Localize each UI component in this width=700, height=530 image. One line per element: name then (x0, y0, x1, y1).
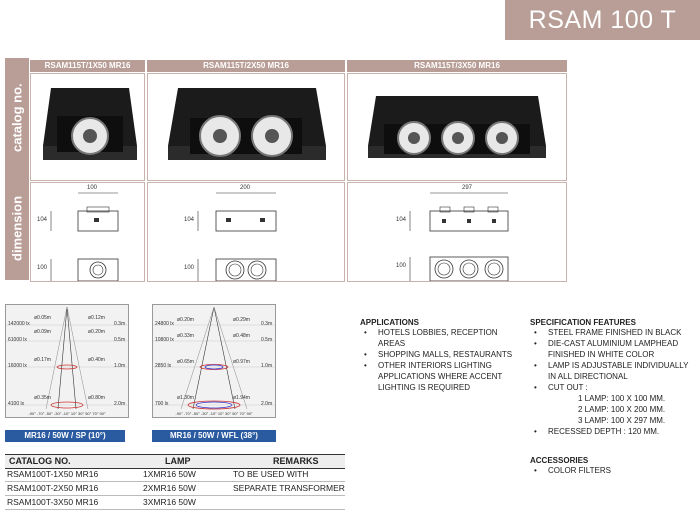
beam-diagram-sp (6, 306, 128, 410)
lux-wfl-2: 10800 (155, 337, 169, 343)
product-image-3 (347, 73, 567, 181)
table-row: RSAM100T-3X50 MR16 3XMR16 50W (5, 496, 345, 510)
lux-wfl-4: 700 (155, 401, 164, 407)
column-header-3: RSAM115T/3X50 MR16 (347, 60, 567, 72)
list-item: LAMP IS ADJUSTABLE INDIVIDUALLY IN ALL D… (530, 360, 698, 382)
specification-title: SPECIFICATION FEATURES (530, 318, 636, 327)
accessories-section: ACCESSORIES COLOR FILTERS (530, 456, 698, 476)
width-label-1: 100 (87, 185, 98, 191)
table-row: RSAM100T-2X50 MR16 2XMR16 50W SEPARATE T… (5, 482, 345, 496)
height-label-2: 104 (184, 217, 195, 223)
lux-sp-4: 4100 (8, 401, 20, 407)
product-image-1 (30, 73, 145, 181)
photometric-chart-sp: 142000 lx 61000 lx 16000 lx 4100 lx ø0.0… (5, 304, 129, 418)
product-image-2 (147, 73, 345, 181)
dia-wfl-r3: ø0.97m (233, 359, 250, 365)
applications-section: APPLICATIONS HOTELS LOBBIES, RECEPTION A… (360, 318, 520, 393)
dist-wfl-2: 0.5m (261, 337, 273, 343)
accessories-title: ACCESSORIES (530, 456, 589, 465)
depth-label-1: 100 (37, 265, 48, 271)
list-item: 1 LAMP: 100 X 100 MM. (578, 394, 666, 403)
dia-sp-l4: ø0.35m (34, 395, 51, 401)
dia-sp-l2: ø0.09m (34, 329, 51, 335)
dist-sp-2: 0.5m (114, 337, 126, 343)
dia-wfl-l4: ø1.30m (177, 395, 194, 401)
list-item: 3 LAMP: 100 X 297 MM. (578, 416, 666, 425)
depth-label-2: 100 (184, 265, 195, 271)
list-item: STEEL FRAME FINISHED IN BLACK (530, 327, 698, 338)
lux-wfl-3: 2850 (155, 363, 167, 369)
dia-wfl-r2: ø0.48m (233, 333, 250, 339)
specification-section: SPECIFICATION FEATURES STEEL FRAME FINIS… (530, 318, 698, 437)
table-row: RSAM100T-1X50 MR16 1XMR16 50W TO BE USED… (5, 468, 345, 482)
luminaire-2x-image (168, 88, 326, 160)
dimension-drawing-1: 100 104 100 (30, 182, 145, 282)
applications-list: HOTELS LOBBIES, RECEPTION AREAS SHOPPING… (360, 327, 520, 393)
column-header-2: RSAM115T/2X50 MR16 (147, 60, 345, 72)
dist-wfl-4: 2.0m (261, 401, 273, 407)
applications-title: APPLICATIONS (360, 318, 419, 327)
dia-sp-l1: ø0.05m (34, 315, 51, 321)
dimension-label: dimension (9, 195, 25, 261)
luminaire-3x-image (368, 96, 546, 158)
list-item: SHOPPING MALLS, RESTAURANTS (360, 349, 520, 360)
catalog-table-header: CATALOG NO. LAMP REMARKS (5, 454, 345, 469)
header-catalog: CATALOG NO. (9, 456, 71, 466)
lux-sp-3: 16000 (8, 363, 22, 369)
dimension-2x-diagram (197, 192, 277, 282)
lux-sp-1: 142000 (8, 321, 25, 327)
height-label-1: 104 (37, 217, 48, 223)
list-item: DIE-CAST ALUMINIUM LAMPHEAD FINISHED IN … (530, 338, 698, 360)
width-label-2: 200 (240, 185, 251, 191)
dimension-3x-diagram (409, 192, 509, 282)
dist-wfl-3: 1.0m (261, 363, 273, 369)
accessories-list: COLOR FILTERS (530, 465, 698, 476)
dia-wfl-l3: ø0.65m (177, 359, 194, 365)
dist-sp-4: 2.0m (114, 401, 126, 407)
dimension-1x-diagram (50, 192, 119, 282)
dist-sp-3: 1.0m (114, 363, 126, 369)
sidebar: catalog no. dimension (5, 58, 29, 280)
header-lamp: LAMP (165, 456, 191, 466)
dia-sp-l3: ø0.17m (34, 357, 51, 363)
page-title: RSAM 100 T (505, 0, 700, 40)
dimension-drawing-3: 297 104 100 (347, 182, 567, 282)
lux-sp-2: 61000 (8, 337, 22, 343)
recessed-depth: RECESSED DEPTH : 120 MM. (530, 426, 698, 437)
dia-wfl-l1: ø0.20m (177, 317, 194, 323)
list-item: OTHER INTERIORS LIGHTING APPLICATIONS WH… (360, 360, 520, 393)
column-header-1: RSAM115T/1X50 MR16 (30, 60, 145, 72)
depth-label-3: 100 (396, 263, 407, 269)
header-remarks: REMARKS (273, 456, 319, 466)
list-item: 2 LAMP: 100 X 200 MM. (578, 405, 666, 414)
cutout-list: 1 LAMP: 100 X 100 MM. 2 LAMP: 100 X 200 … (530, 393, 698, 426)
catalog-label: catalog no. (9, 83, 25, 153)
lux-wfl-1: 24800 (155, 321, 169, 327)
dia-wfl-l2: ø0.33m (177, 333, 194, 339)
photometric-chart-wfl: 24800 lx 10800 lx 2850 lx 700 lx ø0.20m … (152, 304, 276, 418)
dia-wfl-r4: ø1.94m (233, 395, 250, 401)
list-item: COLOR FILTERS (530, 465, 698, 476)
dist-wfl-1: 0.3m (261, 321, 273, 327)
beam-diagram-wfl (153, 306, 275, 410)
dia-sp-r4: ø0.80m (88, 395, 105, 401)
dia-wfl-r1: ø0.29m (233, 317, 250, 323)
luminaire-1x-image (43, 88, 137, 160)
height-label-3: 104 (396, 217, 407, 223)
caption-sp: MR16 / 50W / SP (10°) (5, 430, 125, 442)
angle-axis-sp: -90° -70° -50° -30° -10° 10° 30° 50° 70°… (28, 411, 106, 416)
caption-wfl: MR16 / 50W / WFL (38°) (152, 430, 276, 442)
width-label-3: 297 (462, 185, 473, 191)
list-item: CUT OUT : (530, 382, 698, 393)
dia-sp-r1: ø0.12m (88, 315, 105, 321)
dist-sp-1: 0.3m (114, 321, 126, 327)
dia-sp-r3: ø0.40m (88, 357, 105, 363)
specification-list: STEEL FRAME FINISHED IN BLACK DIE-CAST A… (530, 327, 698, 393)
list-item: HOTELS LOBBIES, RECEPTION AREAS (360, 327, 520, 349)
dia-sp-r2: ø0.20m (88, 329, 105, 335)
dimension-drawing-2: 200 104 100 (147, 182, 345, 282)
angle-axis-wfl: -90° -70° -50° -30° -10° 10° 30° 50° 70°… (175, 411, 253, 416)
